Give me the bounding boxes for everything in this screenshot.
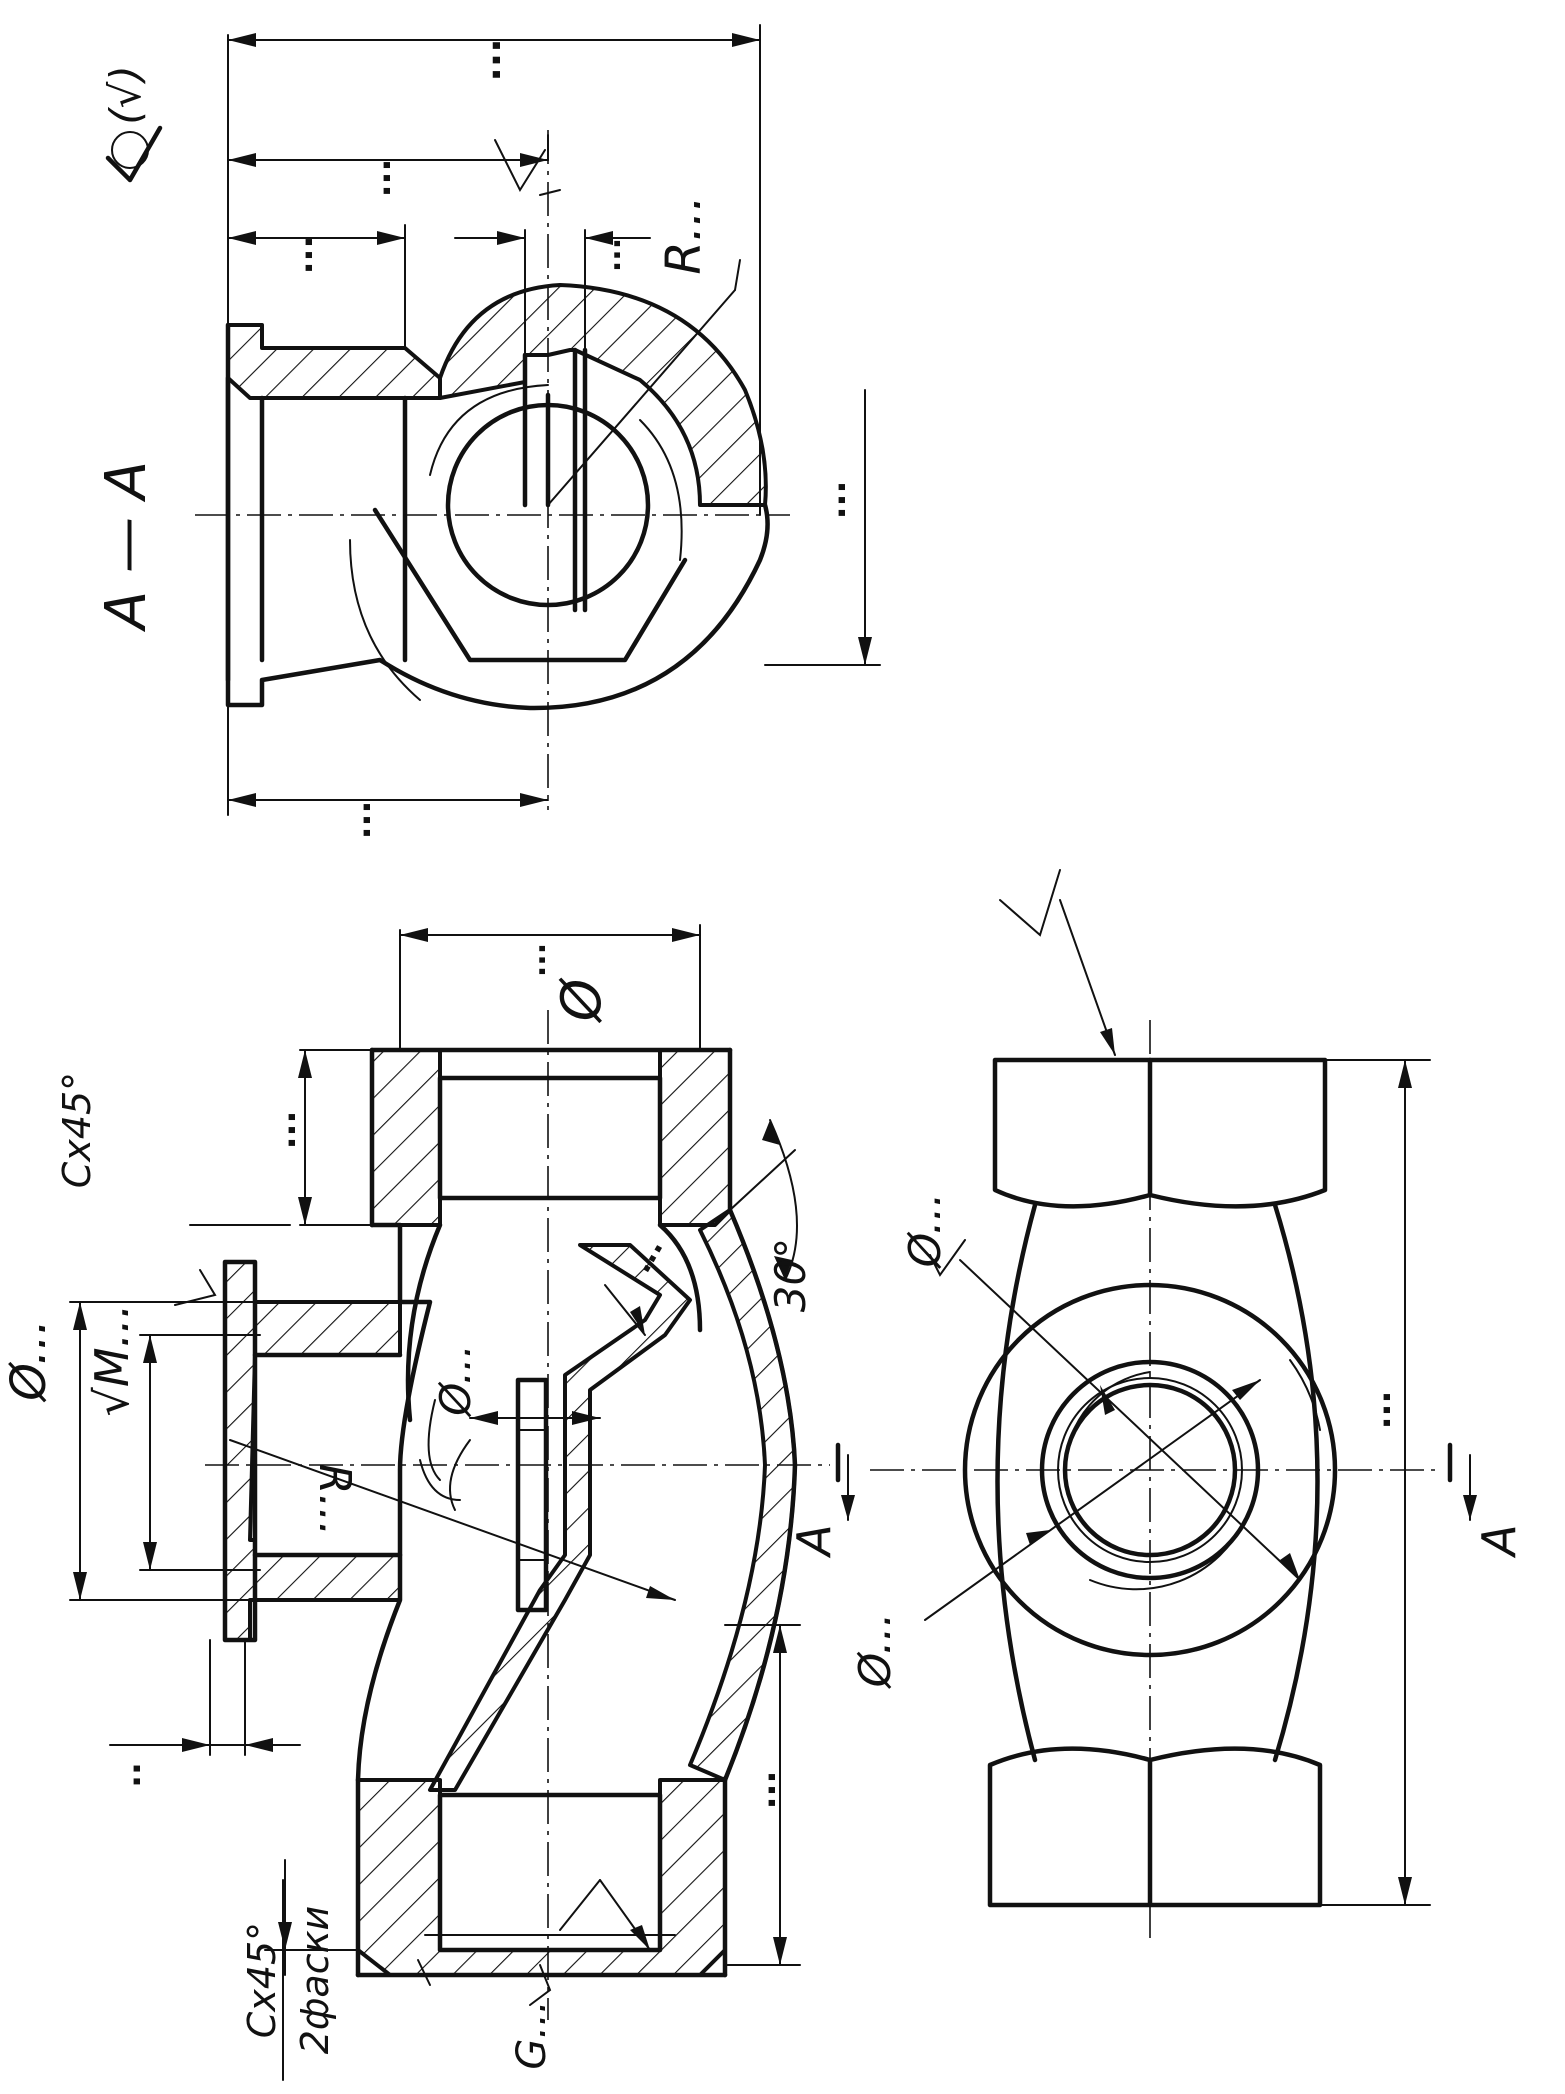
top-hex-upper (992, 1057, 1328, 1209)
top-hex-lower (987, 1746, 1323, 1908)
label-chamfer-top: Cx45° (55, 1072, 99, 1188)
section-upper-shell (438, 283, 768, 507)
section-dim-flange: ... (281, 236, 321, 275)
section-dim-partition: ... (593, 238, 628, 272)
section-roughness-symbol (105, 125, 163, 183)
body-right-wall (688, 1208, 797, 1782)
dim-left: ... (264, 1111, 304, 1150)
dim-right: ... (744, 1771, 784, 1810)
top-view: Ø... Ø... ... (850, 869, 1440, 1940)
label-angle: 30° (766, 1238, 815, 1312)
label-chamfer-count: 2фаски (293, 1906, 337, 2055)
section-roughness-note: (√) (101, 65, 150, 125)
section-mark-right: A (1472, 1524, 1526, 1558)
section-radius-label: R... (656, 195, 712, 274)
label-dia-flange: Ø... (1, 1319, 57, 1403)
flange-neck-wall (223, 1260, 402, 1642)
label-thread-g: G... (509, 2000, 555, 2069)
section-mark-left: A (787, 1524, 841, 1558)
label-radius: R... (309, 1464, 360, 1537)
label-dia-inner: Ø... (431, 1344, 480, 1417)
section-dim-bottom: ... (339, 801, 379, 840)
label-dia-port-dots: ... (518, 943, 553, 977)
section-dim-overall: ... (465, 38, 509, 81)
label-top-dia-lower: Ø... (850, 1613, 901, 1690)
port-bottom-wall (356, 1778, 727, 1977)
dim-left-small: .. (109, 1762, 149, 1788)
front-section-view: Cx45° Ø... √M... R... Ø... Ø ... 30° Cx4… (1, 924, 1526, 2081)
label-dia-port: Ø (550, 977, 613, 1023)
section-title: A — A (94, 461, 159, 632)
label-thread-m: √M... (85, 1304, 139, 1417)
label-top-dia-upper: Ø... (900, 1193, 951, 1270)
section-a-a-view: A — A R... (√) ... ... ... ... ... ... (94, 24, 881, 840)
dim-top-length: ... (1359, 1391, 1399, 1430)
internal-partition (428, 1243, 692, 1792)
section-flange-wall (226, 323, 442, 400)
section-dim-height: ... (814, 481, 854, 520)
section-outer-profile (225, 322, 770, 711)
label-chamfer-bottom: Cx45° (240, 1922, 284, 2038)
section-dim-center: ... (359, 159, 399, 198)
